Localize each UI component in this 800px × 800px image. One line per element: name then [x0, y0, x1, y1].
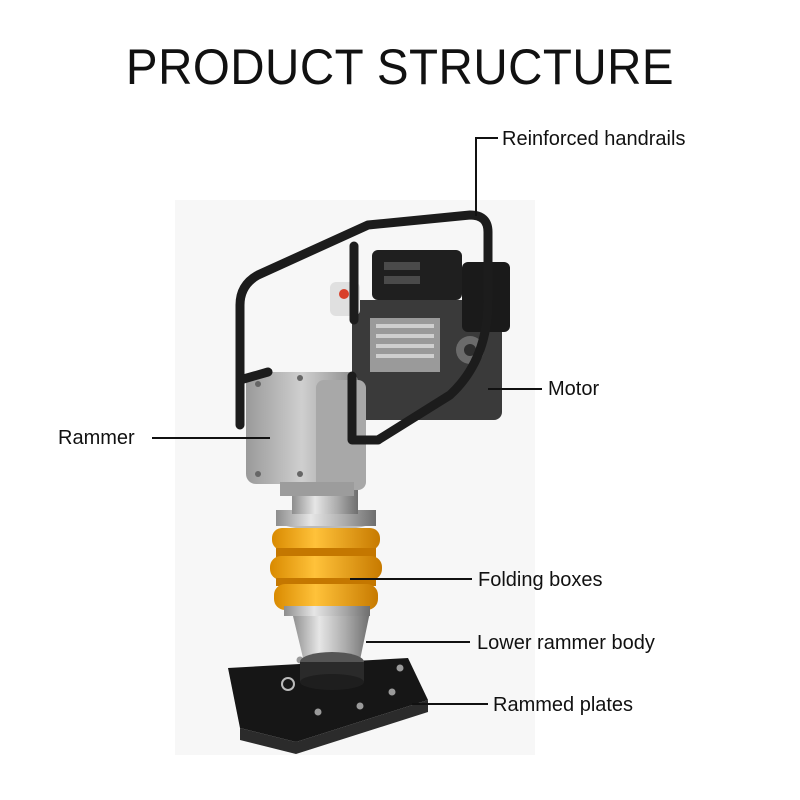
page-title: PRODUCT STRUCTURE: [125, 39, 675, 95]
folding-bellows: [270, 510, 382, 616]
label-rammed-plates: Rammed plates: [493, 694, 634, 716]
leader-handrails: [475, 137, 498, 216]
base-plate: [228, 656, 428, 754]
label-folding-boxes: Folding boxes: [478, 569, 603, 591]
motor-block: [330, 250, 510, 420]
lower-rammer-body: [292, 612, 370, 690]
rammer-housing: [246, 372, 366, 496]
label-rammer: Rammer: [58, 427, 135, 449]
label-motor: Motor: [548, 378, 600, 400]
leader-lines: [152, 137, 542, 705]
label-lower-rammer-body: Lower rammer body: [477, 632, 655, 654]
handrail-frame: [235, 210, 493, 445]
label-reinforced-handrails: Reinforced handrails: [502, 128, 686, 150]
